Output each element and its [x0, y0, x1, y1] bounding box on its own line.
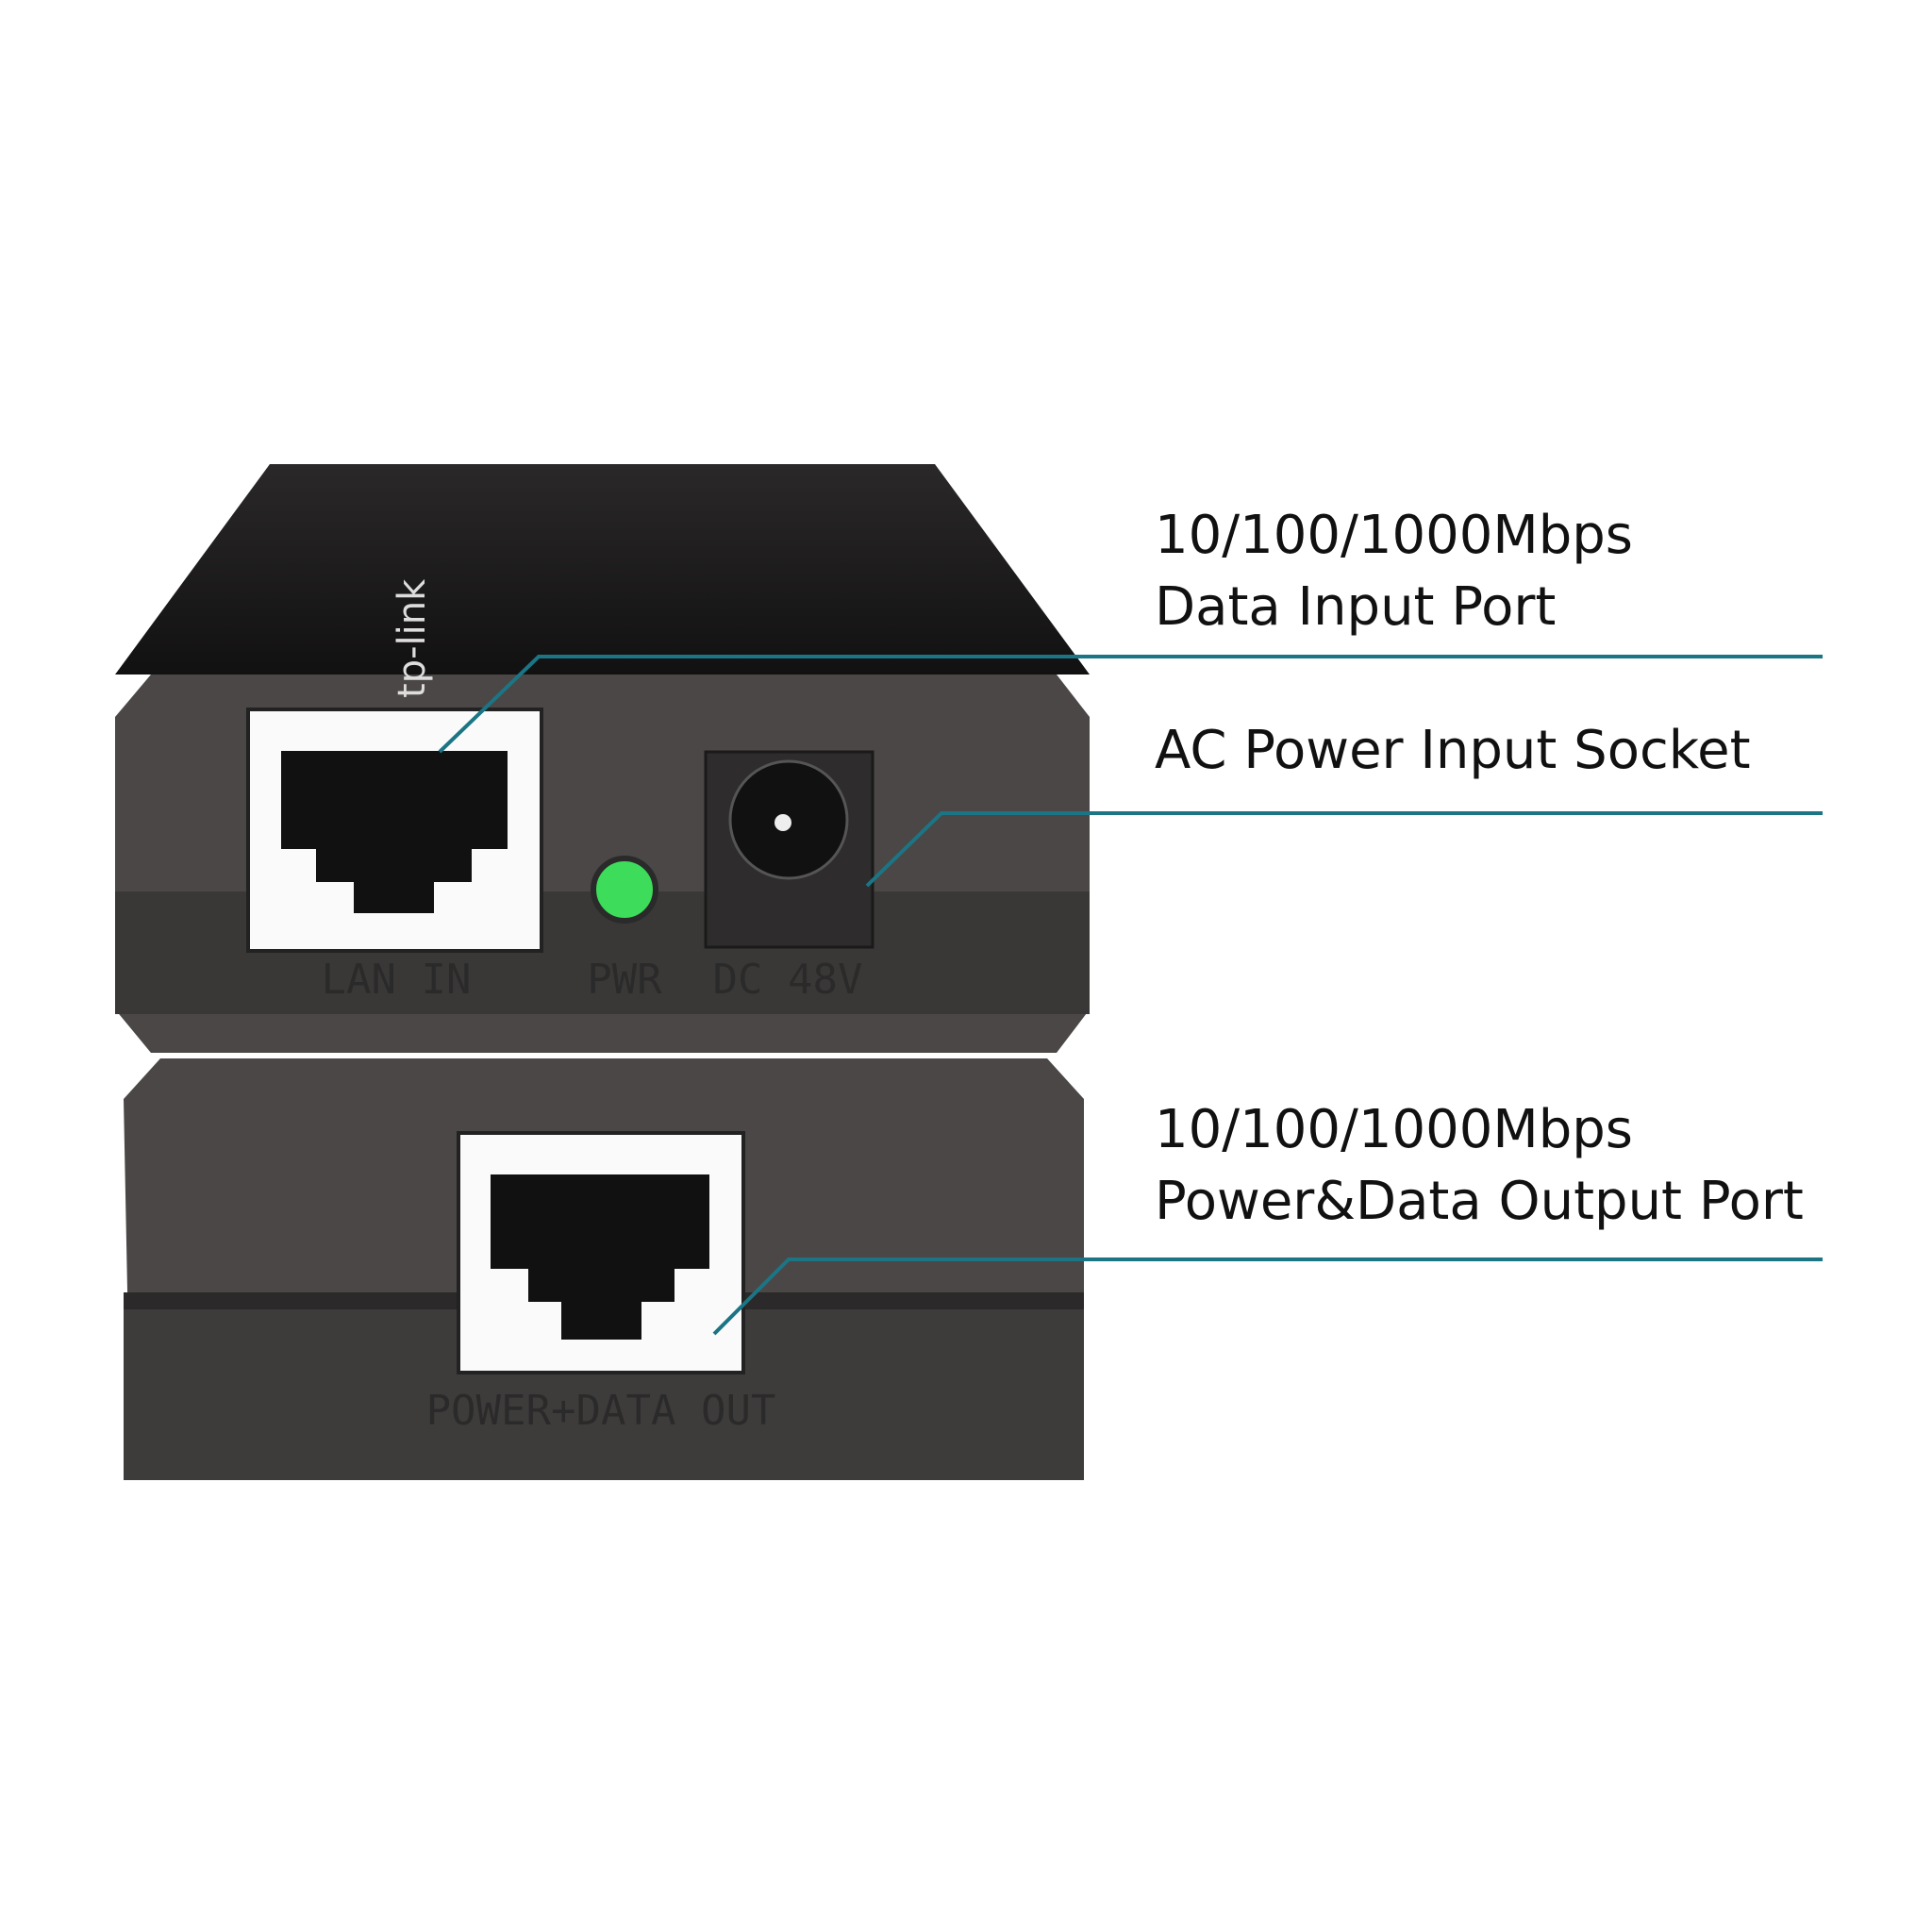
dc-jack	[704, 750, 874, 949]
leader-line-data-input	[438, 655, 1823, 754]
callout-power-socket: AC Power Input Socket	[1155, 715, 1751, 787]
callout-output-port-speed: 10/100/1000Mbps	[1155, 1099, 1633, 1160]
lan-in-port	[246, 708, 543, 953]
callout-output-port-title: Power&Data Output Port	[1155, 1171, 1804, 1232]
lan-in-label: LAN IN	[322, 956, 472, 1004]
callout-output-port: 10/100/1000Mbps Power&Data Output Port	[1155, 1094, 1804, 1238]
top-face	[115, 464, 1090, 675]
power-led	[591, 856, 658, 924]
dc-label: DC 48V	[713, 956, 863, 1004]
power-data-out-port	[457, 1131, 745, 1374]
brand-logo: tp-link	[391, 578, 434, 698]
callout-power-socket-title: AC Power Input Socket	[1155, 720, 1751, 781]
power-data-out-label: POWER+DATA OUT	[426, 1387, 776, 1435]
leader-line-output-port	[712, 1257, 1823, 1336]
pwr-label: PWR	[587, 956, 662, 1004]
callout-data-input-title: Data Input Port	[1155, 576, 1557, 638]
leader-line-power-socket	[865, 811, 1823, 888]
callout-data-input: 10/100/1000Mbps Data Input Port	[1155, 500, 1633, 643]
callout-data-input-speed: 10/100/1000Mbps	[1155, 505, 1633, 566]
